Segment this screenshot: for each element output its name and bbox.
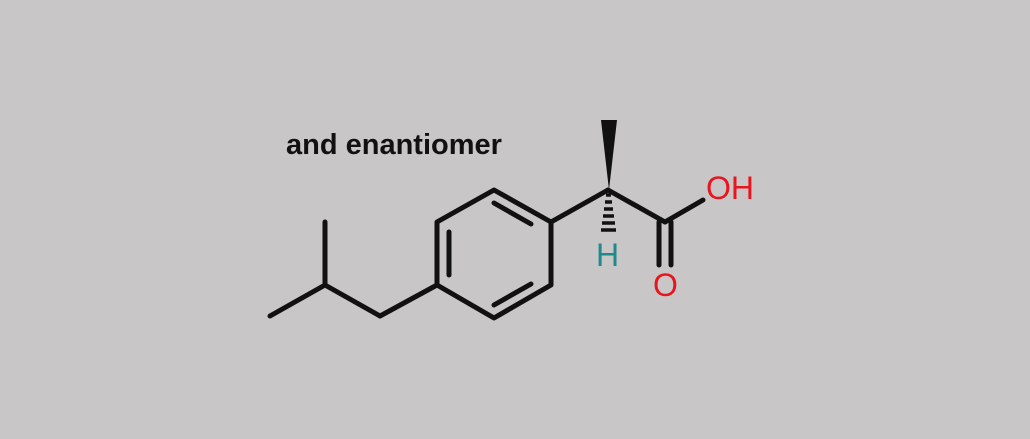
bond-ch2-ring bbox=[377, 282, 440, 319]
benzene-ring bbox=[434, 187, 554, 321]
hydroxyl-label: OH bbox=[706, 170, 754, 206]
bond-c2-ch2 bbox=[322, 282, 383, 319]
wedge-bond-methyl bbox=[601, 120, 617, 190]
carbonyl-oxygen-label: O bbox=[653, 267, 678, 303]
ring-double-bond-top bbox=[491, 200, 534, 227]
propanoic-acid-group bbox=[548, 120, 706, 268]
bond-carboxyl-oh bbox=[662, 197, 706, 225]
ring-outline bbox=[434, 187, 554, 321]
hydrogen-label: H bbox=[596, 237, 619, 273]
ring-double-bond-bottom bbox=[491, 281, 534, 308]
bond-ring-stereocenter bbox=[548, 187, 611, 225]
enantiomer-note: and enantiomer bbox=[286, 129, 502, 161]
hashed-bond-hydrogen bbox=[601, 193, 616, 232]
isobutyl-group bbox=[267, 219, 440, 319]
bond-stereocenter-carboxyl bbox=[605, 187, 668, 225]
bond-c1-c2 bbox=[267, 282, 328, 319]
